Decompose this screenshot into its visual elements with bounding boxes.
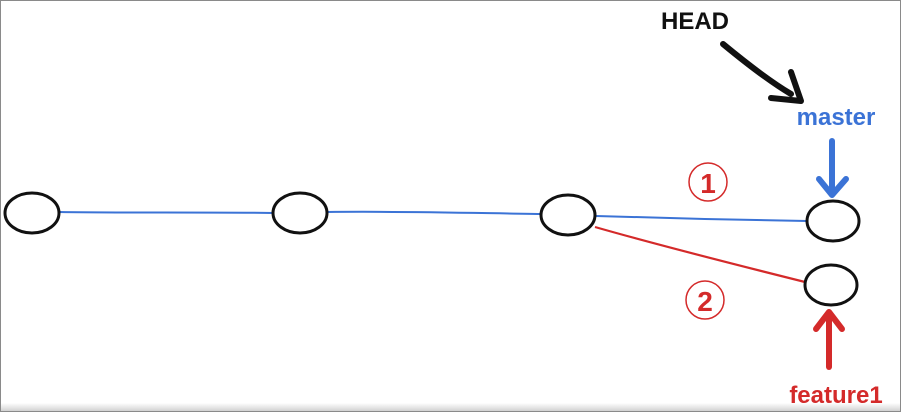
commit-node-1 xyxy=(3,191,61,235)
master-arrow xyxy=(816,138,849,198)
step-marker-1-label: 1 xyxy=(700,168,716,199)
main-branch-line-2 xyxy=(326,210,542,215)
main-branch-line-3 xyxy=(595,215,808,222)
step-marker-1: 1 xyxy=(688,162,728,202)
commit-node-2 xyxy=(271,191,329,235)
main-branch-line-1 xyxy=(58,211,274,214)
step-marker-2-label: 2 xyxy=(697,286,713,317)
feature-branch-line xyxy=(594,225,806,284)
feature-arrow xyxy=(813,309,845,370)
head-label: HEAD xyxy=(661,8,729,35)
master-label: master xyxy=(797,104,876,131)
feature-label: feature1 xyxy=(789,382,882,409)
commit-node-3 xyxy=(539,193,597,237)
commit-node-master xyxy=(805,199,861,243)
commit-node-feature xyxy=(803,263,859,307)
head-arrow xyxy=(720,41,804,104)
step-marker-2: 2 xyxy=(685,280,725,320)
